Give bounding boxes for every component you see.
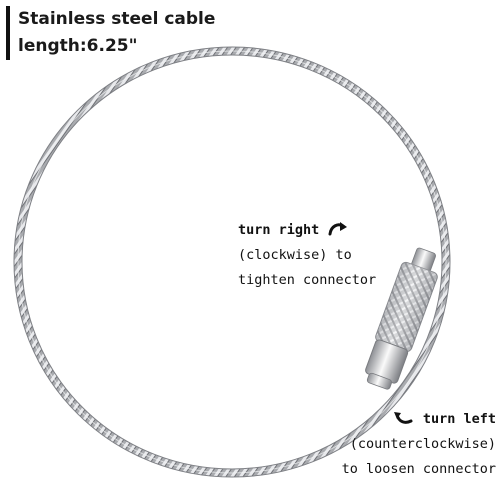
counterclockwise-arrow-icon (393, 412, 413, 424)
screw-connector (365, 247, 438, 390)
tighten-direction: (clockwise) to (238, 247, 352, 263)
heading-line-material: Stainless steel cable (18, 9, 216, 29)
heading-line-length: length:6.25" (18, 36, 138, 56)
tighten-instruction: turn right (clockwise) to tighten connec… (238, 218, 376, 293)
loosen-title: turn left (422, 411, 496, 427)
steel-cable-ring (13, 46, 451, 478)
tighten-title: turn right (238, 222, 320, 238)
loosen-direction: (counterclockwise) (349, 436, 496, 452)
tighten-action: tighten connector (238, 272, 377, 288)
loosen-instruction: turn left (counterclockwise) to loosen c… (342, 407, 496, 482)
loosen-action: to loosen connector (341, 461, 496, 477)
cable-description-heading: Stainless steel cable length:6.25" (6, 6, 215, 60)
clockwise-arrow-icon (328, 222, 348, 236)
